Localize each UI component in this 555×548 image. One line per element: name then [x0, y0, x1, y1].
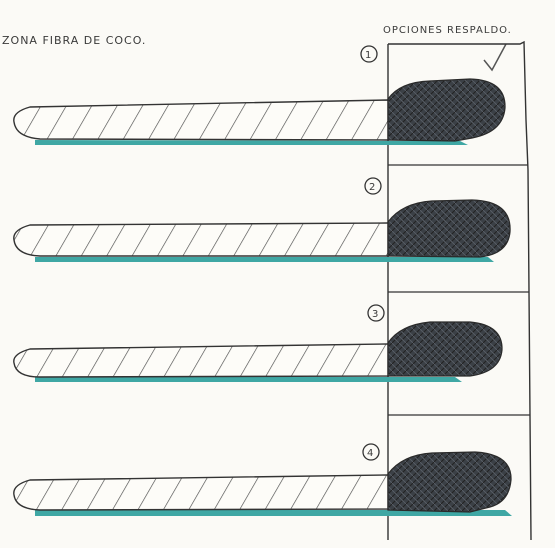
profile-option-3: 3	[13, 304, 503, 382]
right-title: OPCIONES RESPALDO.	[383, 25, 512, 36]
profile-option-2: 2	[13, 177, 511, 262]
light-zone	[13, 99, 389, 141]
option-number-circle	[362, 443, 380, 461]
light-zone	[13, 343, 389, 378]
option-number: 1	[365, 50, 372, 61]
light-zone	[13, 222, 389, 257]
option-number-circle	[364, 177, 382, 195]
option-number-circle	[360, 45, 378, 63]
profile-option-1: 1	[13, 45, 506, 145]
dark-zone	[387, 199, 511, 258]
light-zone	[13, 474, 389, 511]
base-strip	[35, 510, 512, 516]
profile-option-4: 4	[13, 443, 512, 516]
left-title: ZONA FIBRA DE COCO.	[2, 34, 146, 47]
dark-zone	[387, 451, 512, 513]
option-number-circle	[367, 304, 385, 322]
dark-zone	[387, 321, 503, 377]
option-number: 4	[367, 448, 374, 459]
base-strip	[35, 377, 462, 382]
option-number: 2	[369, 182, 376, 193]
base-strip	[35, 257, 494, 262]
option-number: 3	[372, 309, 379, 320]
dark-zone	[387, 78, 506, 142]
base-strip	[35, 140, 468, 145]
checkmark-icon	[483, 43, 507, 72]
